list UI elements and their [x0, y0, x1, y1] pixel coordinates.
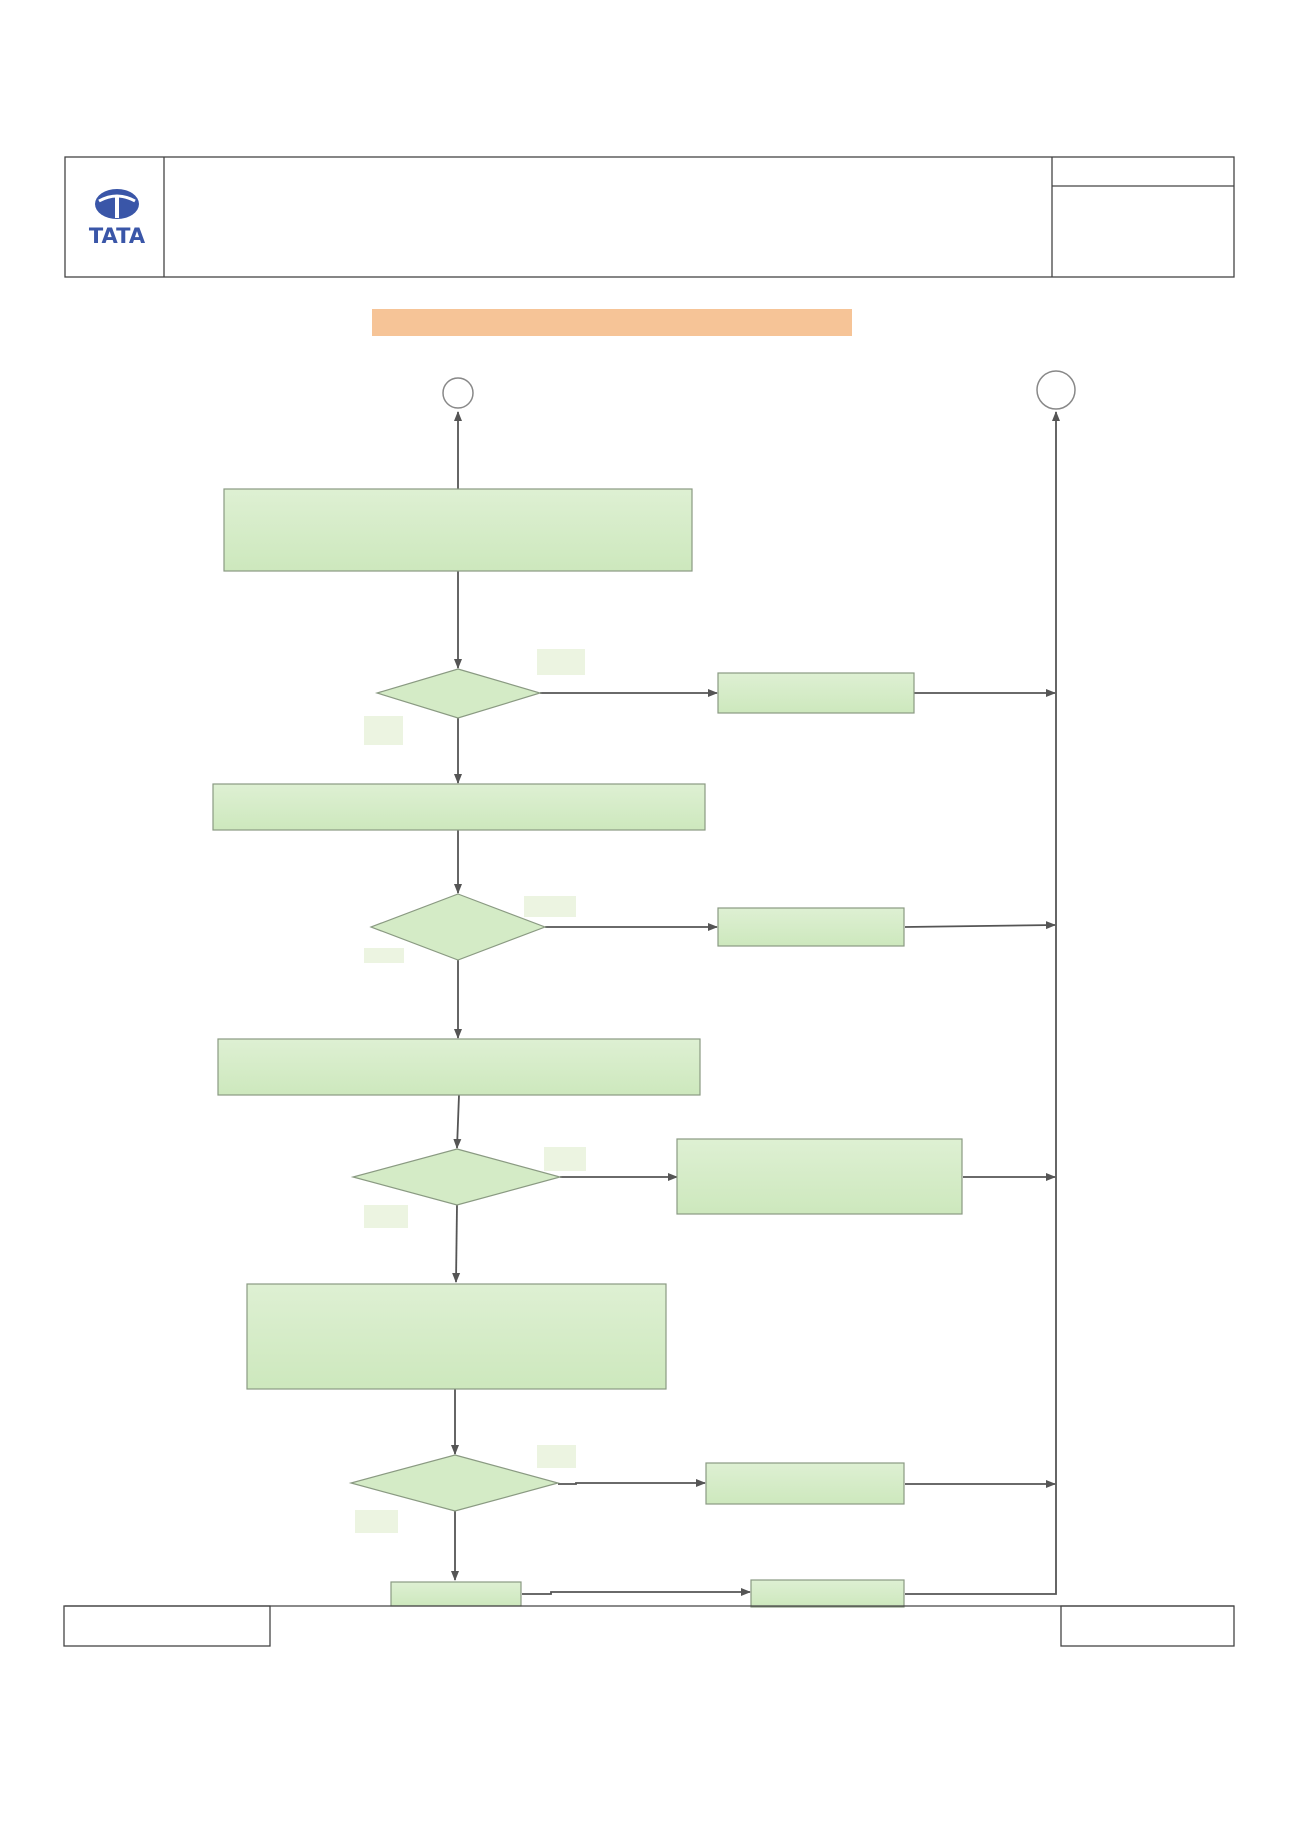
outcome-box-5	[750, 1579, 905, 1608]
connector-step3-dec3	[453, 1094, 462, 1149]
branch-label-no-4	[355, 1510, 398, 1533]
connectors	[451, 411, 1060, 1596]
title-bar	[372, 309, 852, 336]
footer-left-cell	[63, 1605, 271, 1647]
decision-4	[348, 1454, 561, 1512]
connector-dec3-step4	[452, 1204, 461, 1283]
branch-labels	[355, 649, 586, 1533]
decision-3	[350, 1148, 563, 1206]
outcome-box-4	[705, 1462, 905, 1505]
process-step-5	[390, 1581, 522, 1607]
outcome-box-2	[717, 907, 905, 947]
connector-step5-out5	[522, 1588, 751, 1596]
tata-logo: TATA	[89, 189, 146, 248]
header-table	[64, 156, 1235, 278]
branch-label-yes-2	[524, 896, 576, 917]
branch-label-no-3	[364, 1205, 408, 1228]
process-step-2	[212, 783, 706, 831]
decision-1	[374, 668, 543, 719]
decision-2	[369, 893, 547, 961]
branch-label-yes-4	[537, 1445, 576, 1468]
connector-right-trunk	[905, 411, 1060, 1595]
branch-label-no-1	[364, 716, 403, 745]
branch-label-yes-1	[537, 649, 585, 675]
process-step-4	[246, 1283, 667, 1390]
terminal-end	[1036, 370, 1076, 410]
footer-right-cell	[1060, 1605, 1235, 1647]
branch-label-no-2	[364, 948, 404, 963]
terminal-start	[442, 377, 474, 409]
logo-wordmark: TATA	[89, 224, 146, 248]
footer-table	[63, 1605, 1235, 1647]
process-step-3	[217, 1038, 701, 1096]
connector-out2-end	[904, 921, 1056, 930]
outcome-box-3	[676, 1138, 963, 1215]
outcome-box-1	[717, 672, 915, 714]
process-step-1	[223, 488, 693, 572]
branch-label-yes-3	[544, 1147, 586, 1171]
connector-dec4-out4	[558, 1479, 706, 1487]
